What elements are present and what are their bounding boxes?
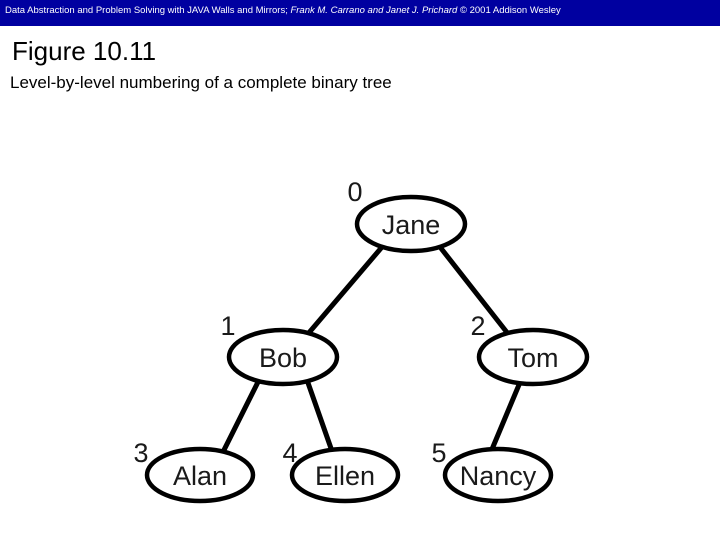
citation-part1: Data Abstraction and Problem Solving wit… <box>5 5 291 16</box>
tree-edge-1-4 <box>304 377 336 457</box>
node-ellipse-ellen <box>289 446 401 504</box>
node-index-0: 0 <box>347 177 362 207</box>
node-index-4: 4 <box>282 438 297 468</box>
figure-caption: Level-by-level numbering of a complete b… <box>10 73 392 92</box>
node-label-jane: Jane <box>382 210 441 240</box>
node-ellipse-tom <box>476 327 590 387</box>
tree-node-alan[interactable]: Alan 3 <box>133 438 256 504</box>
tree-node-nancy[interactable]: Nancy 5 <box>431 438 554 504</box>
tree-node-ellen[interactable]: Ellen 4 <box>282 438 401 504</box>
tree-node-bob[interactable]: Bob 1 <box>220 311 340 387</box>
node-label-nancy: Nancy <box>460 461 537 491</box>
node-ellipse-jane <box>354 194 468 254</box>
citation-bar: Data Abstraction and Problem Solving wit… <box>0 0 720 26</box>
node-label-ellen: Ellen <box>315 461 375 491</box>
node-label-alan: Alan <box>173 461 227 491</box>
node-label-bob: Bob <box>259 343 307 373</box>
citation-text: Data Abstraction and Problem Solving wit… <box>5 5 717 16</box>
citation-authors: Frank M. Carrano and Janet J. Prichard <box>290 5 458 16</box>
node-label-tom: Tom <box>507 343 558 373</box>
citation-part2: © 2001 Addison Wesley <box>457 5 561 16</box>
node-index-2: 2 <box>470 311 485 341</box>
tree-edge-1-3 <box>219 377 262 457</box>
tree-node-tom[interactable]: Tom 2 <box>470 311 590 387</box>
page-title: Figure 10.11 <box>12 36 157 66</box>
node-index-3: 3 <box>133 438 148 468</box>
node-ellipse-alan <box>144 446 256 504</box>
tree-edge-0-2 <box>437 244 512 338</box>
tree-node-jane[interactable]: Jane 0 <box>347 177 468 254</box>
tree-edge-2-5 <box>487 377 524 457</box>
node-index-5: 5 <box>431 438 446 468</box>
tree-edge-layer <box>219 244 524 457</box>
node-ellipse-bob <box>226 327 340 387</box>
node-ellipse-nancy <box>442 446 554 504</box>
tree-edge-0-1 <box>304 244 385 338</box>
node-index-1: 1 <box>220 311 235 341</box>
